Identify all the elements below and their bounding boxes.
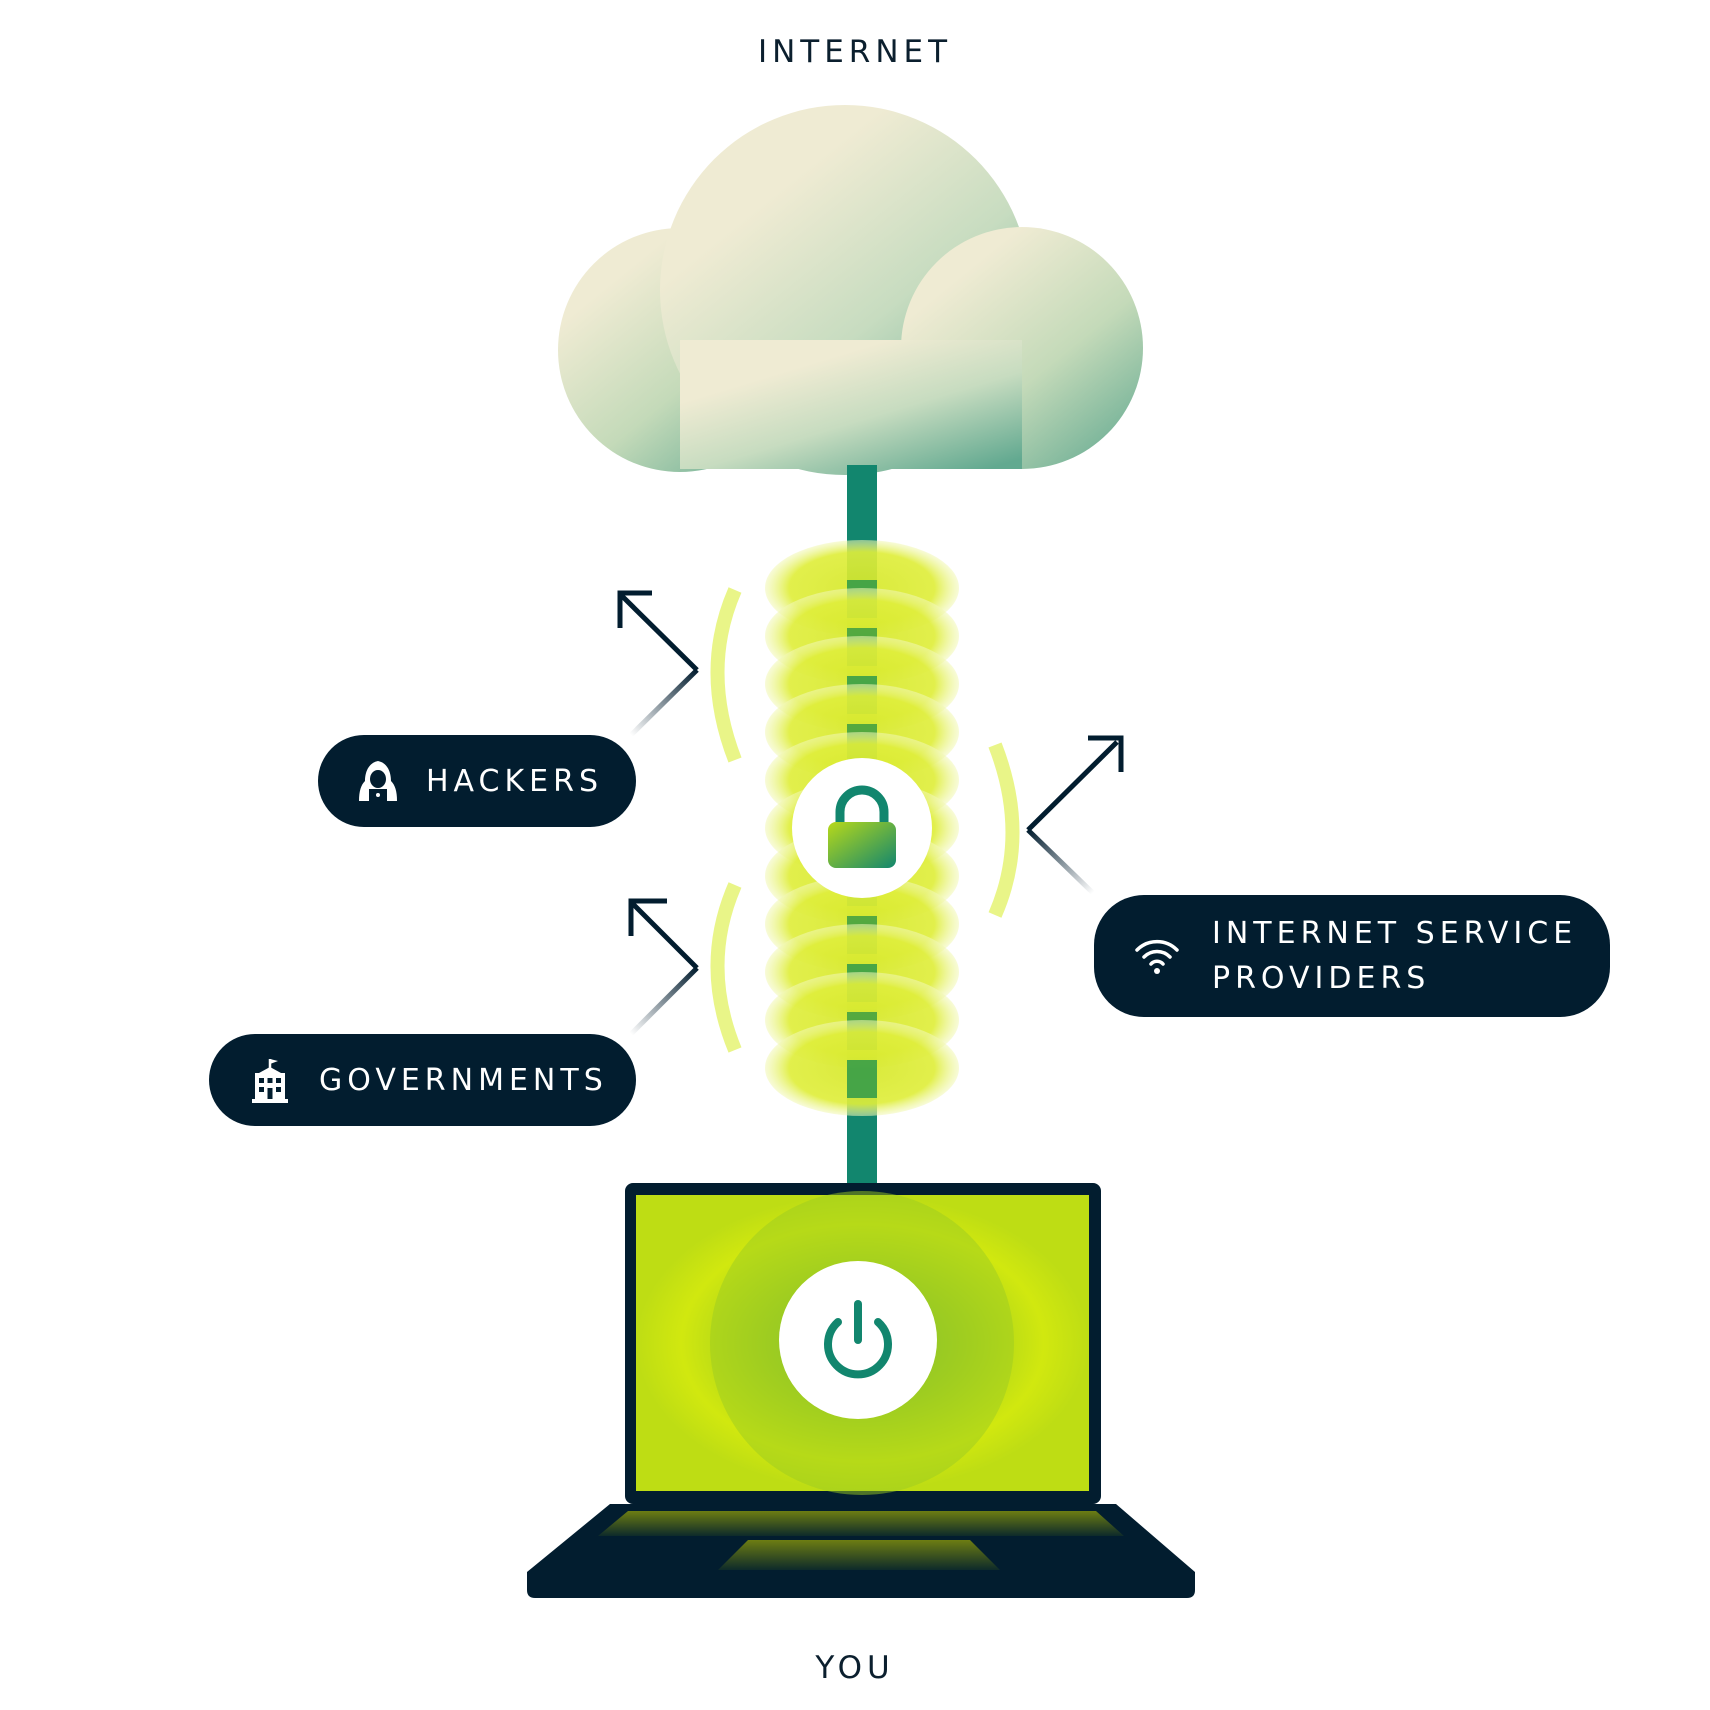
signal-glow-left-bottom bbox=[710, 882, 742, 1053]
you-label: YOU bbox=[815, 1650, 895, 1686]
signal-glow-left-top bbox=[710, 587, 742, 763]
hackers-label: HACKERS bbox=[426, 763, 604, 799]
deflect-arrow-hackers bbox=[617, 590, 699, 737]
hacker-icon bbox=[358, 759, 398, 803]
internet-label: INTERNET bbox=[757, 34, 953, 70]
isp-pill: INTERNET SERVICE PROVIDERS bbox=[1094, 895, 1610, 1017]
cloud-icon bbox=[558, 105, 1143, 475]
deflect-arrow-governments bbox=[628, 898, 699, 1036]
isp-label-line1: INTERNET SERVICE bbox=[1212, 916, 1578, 951]
signal-glow-right bbox=[988, 742, 1020, 918]
governments-label: GOVERNMENTS bbox=[319, 1062, 608, 1098]
hackers-pill: HACKERS bbox=[318, 735, 636, 827]
deflect-arrow-isp bbox=[1026, 735, 1124, 895]
wifi-icon bbox=[1134, 937, 1180, 975]
encrypted-tunnel-coils bbox=[765, 540, 959, 1116]
governments-pill: GOVERNMENTS bbox=[209, 1034, 636, 1126]
isp-label-line2: PROVIDERS bbox=[1212, 961, 1431, 996]
power-icon[interactable] bbox=[779, 1261, 937, 1419]
lock-icon bbox=[792, 758, 932, 898]
government-building-icon bbox=[251, 1057, 289, 1103]
tunnel-line-segment bbox=[847, 1060, 877, 1098]
